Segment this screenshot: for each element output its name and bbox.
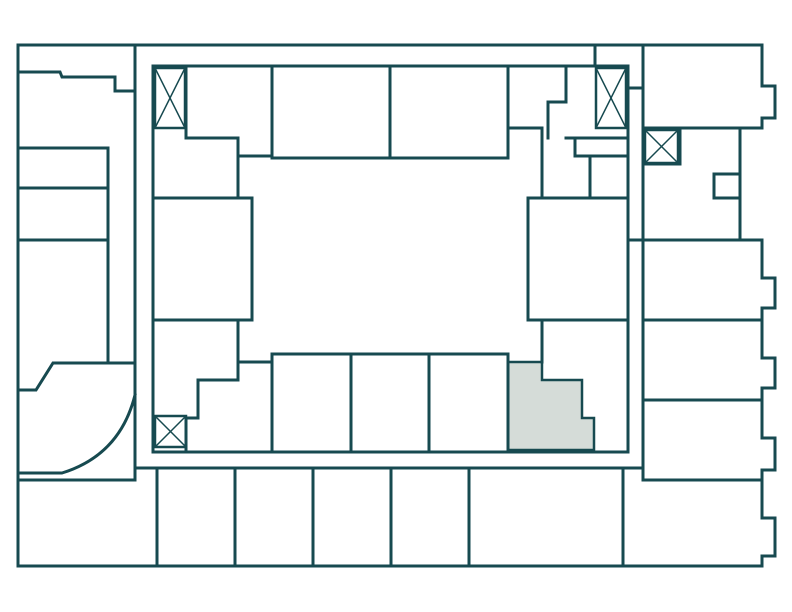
- stair-shaft-nw: [153, 66, 187, 130]
- west-wing: [16, 43, 137, 482]
- inner-side-rooms: [151, 196, 630, 322]
- east-wing: [626, 43, 777, 568]
- highlighted-unit[interactable]: [506, 360, 596, 452]
- stair-shaft-ne: [594, 66, 628, 130]
- south-wing: [16, 466, 764, 568]
- stair-shaft-east: [643, 128, 680, 165]
- inner-north-rooms: [151, 64, 630, 200]
- courtyard-building: [133, 43, 764, 482]
- stair-shaft-sw: [153, 414, 188, 449]
- inner-south-rooms: [184, 318, 544, 454]
